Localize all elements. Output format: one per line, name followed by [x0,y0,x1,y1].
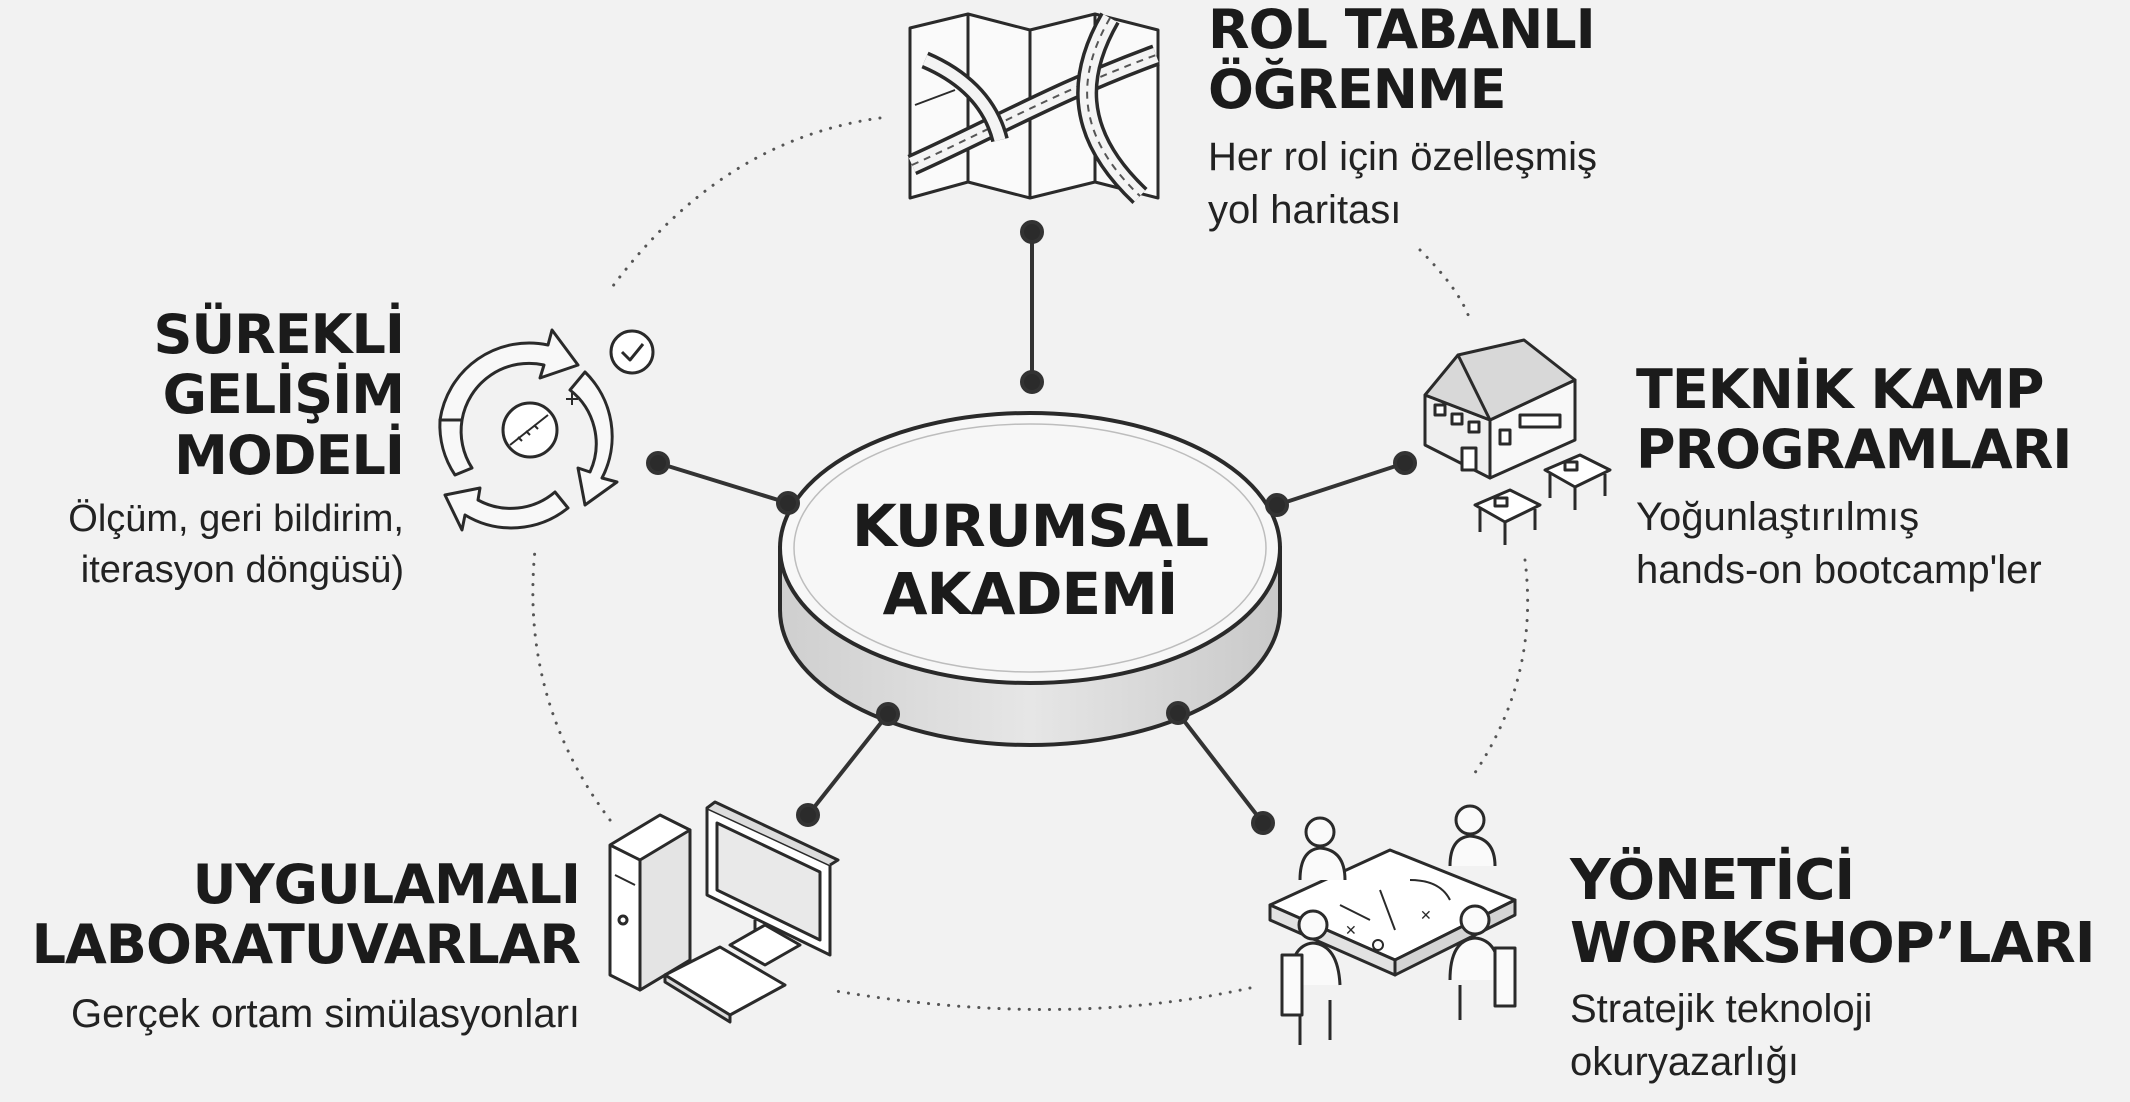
node-title-line: MODELİ [174,423,405,487]
cycle-arrows-icon [438,328,655,532]
node-rol-tabanli: ROL TABANLI ÖĞRENME Her rol için özelleş… [1208,0,1597,237]
campus-building-icon [1423,338,1612,545]
node-desc-line: hands-on bootcamp'ler [1636,547,2042,592]
center-title-line1: KURUMSAL [851,492,1209,560]
node-teknik-kamp: TEKNİK KAMP PROGRAMLARI Yoğunlaştırılmış… [1636,358,2072,597]
node-title-line: LABORATUVARLAR [31,913,581,977]
node-surekli-gelisim: SÜREKLİ GELİŞİM MODELİ Ölçüm, geri bildi… [0,303,405,595]
node-title-line: ÖĞRENME [1208,58,1507,122]
node-title-line: TEKNİK KAMP [1636,358,2044,421]
node-title: SÜREKLİ GELİŞİM MODELİ [0,303,405,487]
node-desc-line: iterasyon döngüsü) [80,548,404,591]
node-uygulamali-lab: UYGULAMALI LABORATUVARLAR Gerçek ortam s… [0,853,581,1041]
node-title: YÖNETİCİ WORKSHOP’LARI [1570,848,2096,976]
node-desc: Gerçek ortam simülasyonları [0,988,580,1041]
dotted-ring [531,116,1530,1012]
center-disc [778,411,1282,747]
svg-text:✕: ✕ [1345,923,1357,939]
center-title: KURUMSAL AKADEMİ [780,492,1280,629]
node-title-line: UYGULAMALI [192,853,581,916]
node-desc-line: Ölçüm, geri bildirim, [68,498,404,541]
connectors [646,220,1417,835]
node-desc: Yoğunlaştırılmış hands-on bootcamp'ler [1636,491,2071,597]
center-title-line2: AKADEMİ [882,560,1179,629]
node-title-line: PROGRAMLARI [1636,418,2072,482]
desktop-computer-icon [608,800,840,1024]
node-desc-line: yol haritası [1208,187,1402,232]
node-title-line: ROL TABANLI [1208,0,1596,61]
node-desc-line: Gerçek ortam simülasyonları [70,991,580,1036]
meeting-table-icon: ✕ ✕ [1268,804,1517,1045]
node-title: TEKNİK KAMP PROGRAMLARI [1636,358,2072,482]
node-desc-line: okuryazarlığı [1570,1040,1799,1085]
node-desc-line: Her rol için özelleşmiş [1208,134,1597,179]
node-desc: Ölçüm, geri bildirim, iterasyon döngüsü) [0,494,404,594]
node-desc-line: Stratejik teknoloji [1570,987,1873,1032]
folded-map-icon [907,12,1160,204]
node-title-line: WORKSHOP’LARI [1570,910,2096,976]
node-title-line: YÖNETİCİ [1570,848,1855,913]
node-desc: Stratejik teknoloji okuryazarlığı [1570,983,2095,1089]
node-desc: Her rol için özelleşmiş yol haritası [1208,131,1597,237]
node-title-line: GELİŞİM [162,363,405,427]
svg-text:✕: ✕ [1420,908,1432,924]
node-title-line: SÜREKLİ [153,303,405,366]
node-title: UYGULAMALI LABORATUVARLAR [0,853,581,977]
node-yonetici-workshop: YÖNETİCİ WORKSHOP’LARI Stratejik teknolo… [1570,848,2096,1089]
node-title: ROL TABANLI ÖĞRENME [1208,0,1597,121]
node-desc-line: Yoğunlaştırılmış [1636,494,1920,539]
